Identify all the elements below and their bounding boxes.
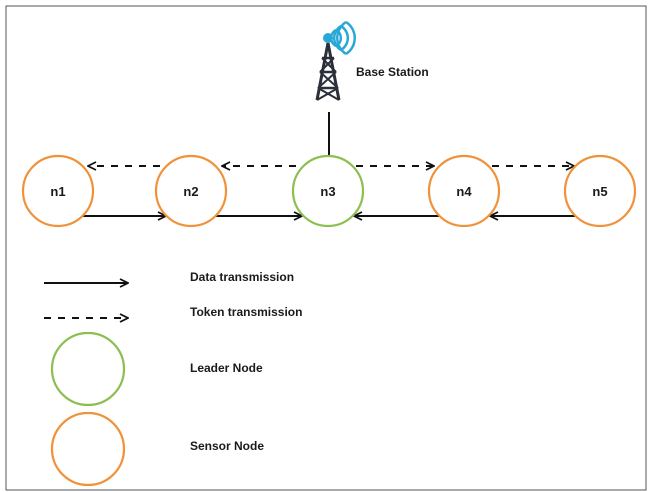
node-label: n4 bbox=[456, 184, 472, 199]
leader-node-circle bbox=[291, 154, 365, 228]
legend-leader-circle bbox=[50, 331, 126, 407]
node-n3: n3 bbox=[291, 154, 365, 228]
node-label: n5 bbox=[592, 184, 607, 199]
sensor-node-circle bbox=[154, 154, 228, 228]
node-label: n1 bbox=[50, 184, 65, 199]
legend-token-label: Token transmission bbox=[190, 305, 302, 319]
cell-tower-icon bbox=[315, 20, 356, 101]
legend: Data transmission Token transmission Lea… bbox=[44, 270, 302, 487]
base-station-label: Base Station bbox=[356, 65, 429, 79]
sensor-node-circle bbox=[21, 154, 95, 228]
sensor-node-circle bbox=[563, 154, 637, 228]
node-n5: n5 bbox=[563, 154, 637, 228]
node-label: n3 bbox=[320, 184, 335, 199]
legend-sensor-circle bbox=[50, 411, 126, 487]
legend-sensor-label: Sensor Node bbox=[190, 439, 264, 453]
diagram-frame bbox=[5, 5, 647, 491]
node-n1: n1 bbox=[21, 154, 95, 228]
sensor-node-circle bbox=[427, 154, 501, 228]
node-n2: n2 bbox=[154, 154, 228, 228]
legend-leader-label: Leader Node bbox=[190, 361, 263, 375]
legend-data-label: Data transmission bbox=[190, 270, 294, 284]
node-label: n2 bbox=[183, 184, 198, 199]
node-n4: n4 bbox=[427, 154, 501, 228]
